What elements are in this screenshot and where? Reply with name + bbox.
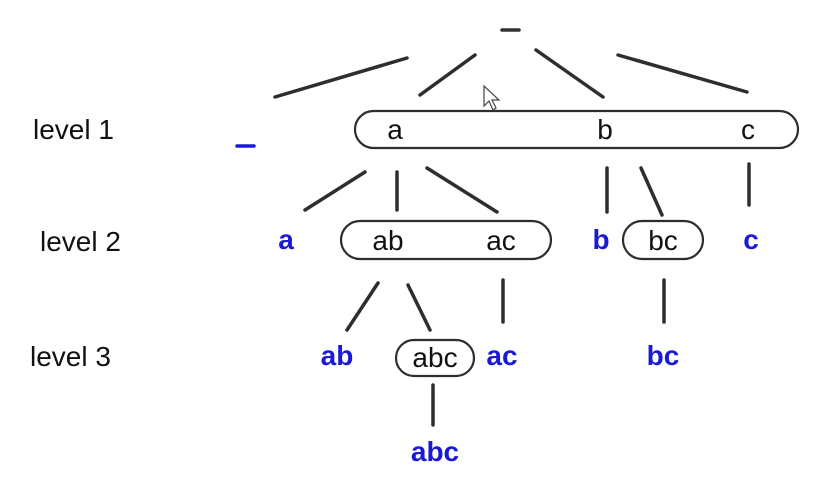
frequent-itemset-a: a <box>278 224 294 255</box>
mouse-cursor-icon <box>483 84 501 111</box>
frequent-itemset-bc: bc <box>647 340 680 371</box>
frequent-itemset-abc: abc <box>411 436 459 467</box>
edge-b-bc <box>639 166 664 217</box>
edge-root-b <box>534 48 605 99</box>
frequent-itemset-ab: ab <box>321 340 354 371</box>
level-3-label: level 3 <box>30 341 111 372</box>
frequent-itemset-ac: ac <box>486 340 517 371</box>
edge-root-c <box>616 53 749 94</box>
node-ac: ac <box>486 225 516 256</box>
level-3-group: abc <box>394 338 476 378</box>
group-pill <box>339 219 553 261</box>
level-2-group-a: ab ac <box>339 219 553 261</box>
level-1-group: a b c <box>353 109 800 150</box>
level-2-edges <box>345 278 666 332</box>
level-1-edges <box>303 162 751 217</box>
edge-a-ac <box>425 166 499 214</box>
node-b: b <box>597 114 613 145</box>
edge-root-empty <box>273 56 409 99</box>
group-pill <box>621 219 705 261</box>
frequent-itemset-b: b <box>592 224 609 255</box>
node-ab: ab <box>372 225 403 256</box>
node-bc: bc <box>648 225 678 256</box>
edge-ab-abc <box>406 283 432 332</box>
edge-a-a <box>303 170 367 212</box>
node-c: c <box>741 114 755 145</box>
root-edges <box>273 48 749 99</box>
group-pill <box>394 338 476 378</box>
edge-ab-ab <box>345 281 380 332</box>
node-abc: abc <box>412 342 457 373</box>
group-pill <box>353 109 800 150</box>
edge-root-a <box>418 53 477 97</box>
node-a: a <box>387 114 403 145</box>
level-1-label: level 1 <box>33 114 114 145</box>
frequent-itemset-c: c <box>743 224 759 255</box>
level-2-label: level 2 <box>40 226 121 257</box>
level-2-group-b: bc <box>621 219 705 261</box>
